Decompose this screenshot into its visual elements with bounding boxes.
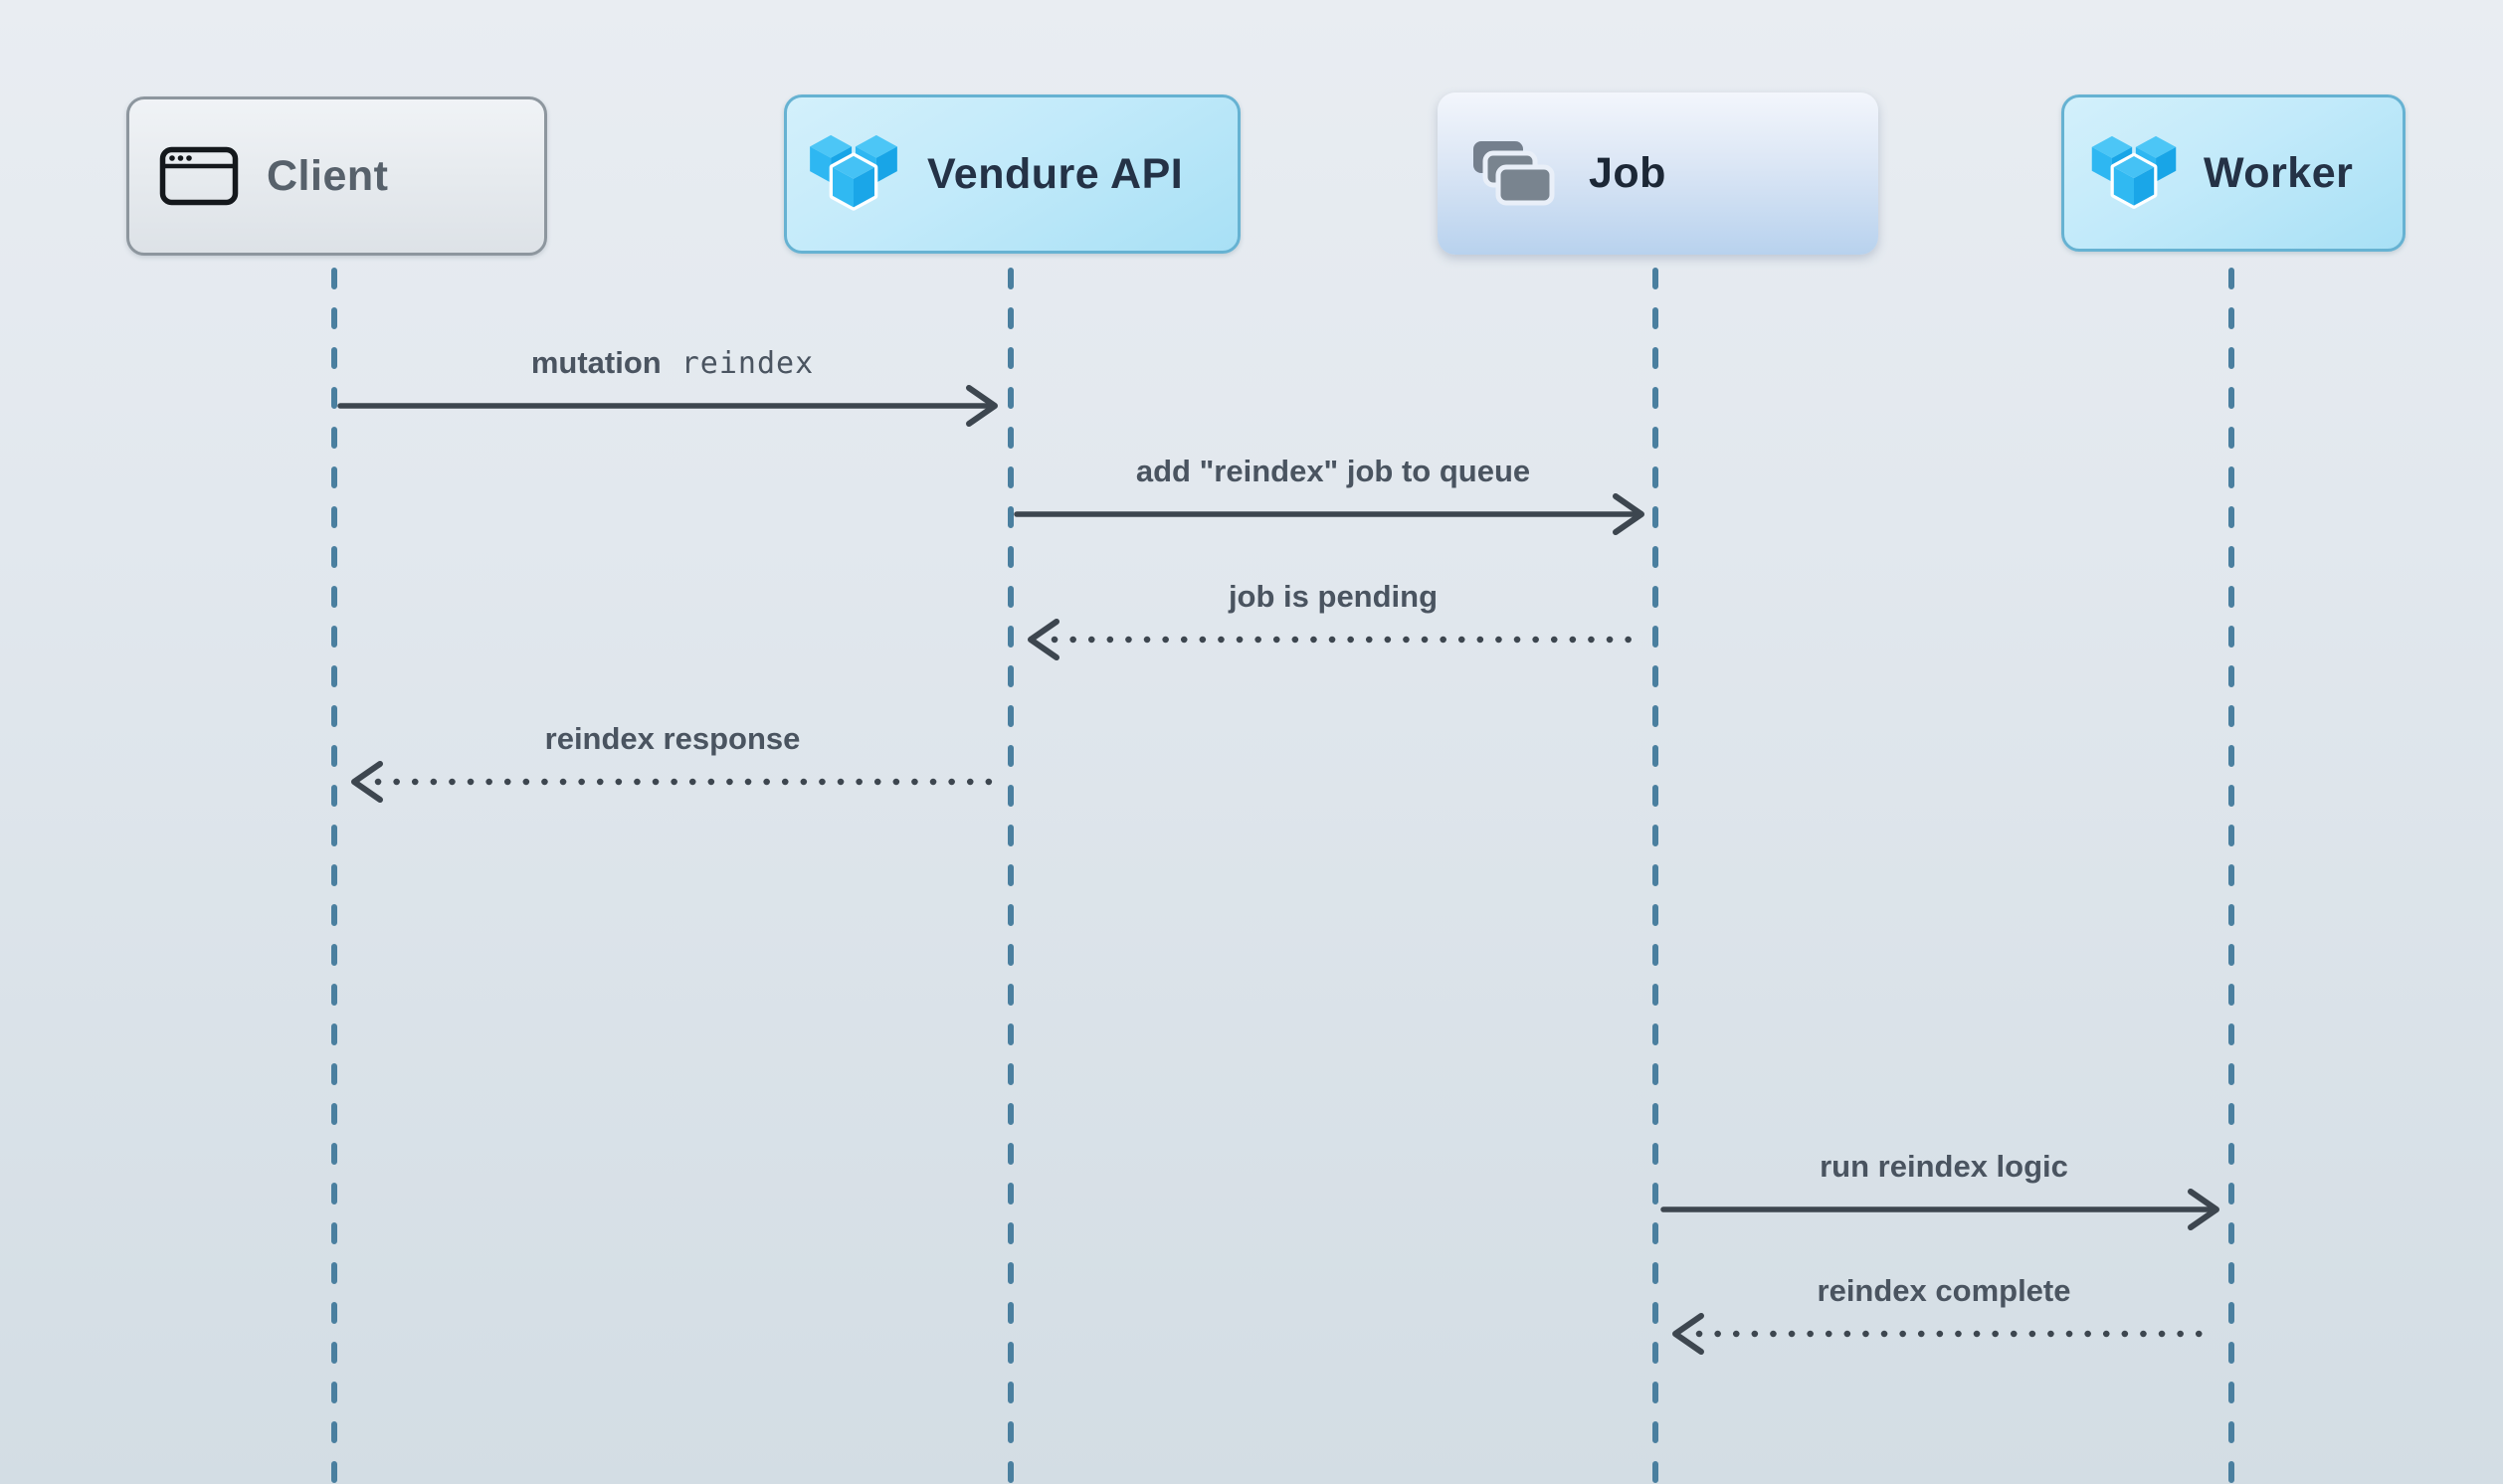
message-label-job-is-pending: job is pending [1229, 578, 1438, 616]
message-arrow-add-job-to-queue [1014, 493, 1644, 535]
message-arrow-job-is-pending [1028, 619, 1647, 660]
actor-job: Job [1438, 93, 1878, 255]
message-text: reindex complete [1817, 1273, 2071, 1308]
browser-window-icon [159, 146, 239, 206]
message-code: reindex [680, 346, 815, 381]
message-text: run reindex logic [1820, 1149, 2068, 1184]
actor-label-vendure-api: Vendure API [927, 149, 1184, 198]
vendure-cubes-icon [2091, 135, 2177, 209]
message-text: mutation [530, 345, 662, 380]
message-label-add-job-to-queue: add "reindex" job to queue [1136, 453, 1530, 490]
message-text: reindex response [544, 721, 801, 756]
actor-worker: Worker [2061, 94, 2406, 252]
message-arrow-mutation-reindex [337, 385, 998, 427]
actor-client: Client [126, 96, 547, 256]
message-label-reindex-response: reindex response [545, 720, 801, 758]
actor-label-job: Job [1589, 149, 1666, 197]
message-text: job is pending [1228, 579, 1439, 614]
actor-label-worker: Worker [2204, 148, 2354, 197]
message-text: add "reindex" job to queue [1135, 454, 1531, 488]
vendure-cubes-icon [810, 134, 897, 211]
message-arrow-reindex-complete [1672, 1313, 2209, 1355]
message-arrow-run-reindex-logic [1660, 1189, 2219, 1230]
message-label-run-reindex-logic: run reindex logic [1820, 1148, 2068, 1186]
message-label-mutation-reindex: mutation reindex [531, 344, 814, 383]
message-label-reindex-complete: reindex complete [1818, 1272, 2071, 1310]
actor-vendure-api: Vendure API [784, 94, 1241, 254]
message-arrow-reindex-response [351, 761, 995, 803]
stacked-cards-icon [1473, 140, 1555, 205]
actor-label-client: Client [267, 151, 389, 200]
